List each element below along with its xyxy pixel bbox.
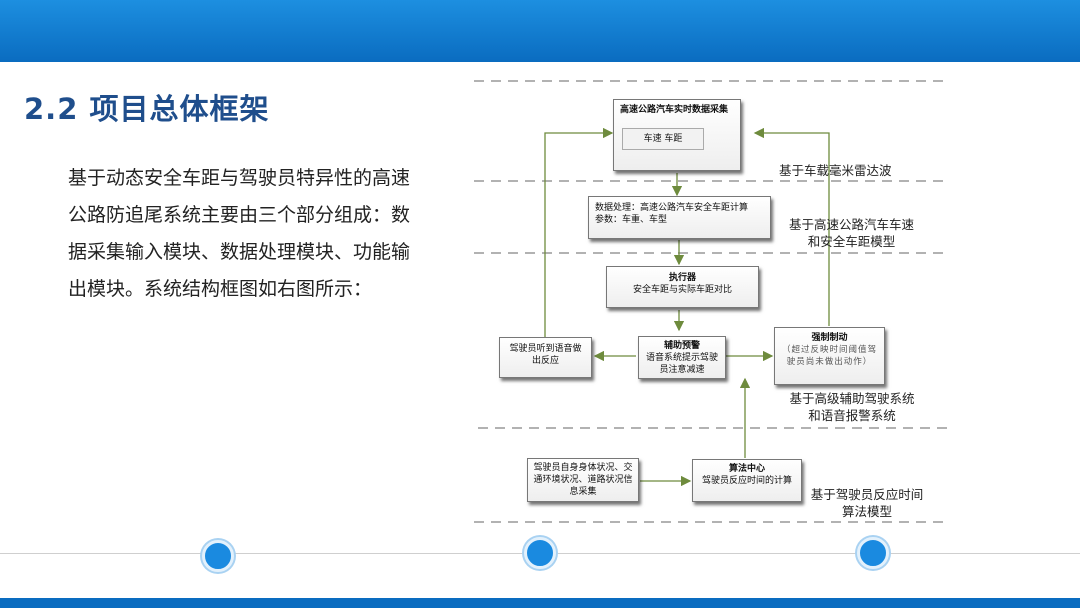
forced-braking-box: 强制制动 （超过反映时间阈值驾驶员尚未做出动作） bbox=[774, 327, 885, 385]
section-dividers bbox=[474, 80, 950, 523]
label-algorithm-line1: 基于驾驶员反应时间 bbox=[810, 487, 924, 502]
assist-warning-text: 语音系统提示驾驶员注意减速 bbox=[645, 353, 718, 375]
label-adas-line2: 和语音报警系统 bbox=[808, 408, 896, 423]
algorithm-center-title: 算法中心 bbox=[728, 464, 765, 474]
label-algorithm-line2: 算法模型 bbox=[841, 504, 892, 519]
processing-line2: 参数：车重、车型 bbox=[595, 215, 668, 225]
label-model-line2: 和安全车距模型 bbox=[807, 234, 896, 249]
label-adas-line1: 基于高级辅助驾驶系统 bbox=[789, 391, 915, 406]
speed-distance-label: 车速 车距 bbox=[622, 128, 704, 150]
executor-box: 执行器 安全车距与实际车距对比 bbox=[606, 266, 759, 308]
assist-warning-title: 辅助预警 bbox=[663, 341, 700, 351]
driver-status-text: 驾驶员自身身体状况、交通环境状况、道路状况信息采集 bbox=[533, 463, 633, 497]
label-radar: 基于车载毫米雷达波 bbox=[779, 163, 892, 178]
data-collection-title: 高速公路汽车实时数据采集 bbox=[620, 105, 729, 115]
top-banner bbox=[0, 0, 1080, 62]
timeline-dot-2 bbox=[524, 537, 556, 569]
driver-reaction-box: 驾驶员听到语音做出反应 bbox=[499, 337, 592, 378]
label-model: 基于高速公路汽车车速 和安全车距模型 bbox=[779, 216, 924, 250]
timeline-dot-1 bbox=[202, 540, 234, 572]
slide-description: 基于动态安全车距与驾驶员特异性的高速公路防追尾系统主要由三个部分组成：数据采集输… bbox=[68, 167, 411, 300]
executor-text: 安全车距与实际车距对比 bbox=[632, 285, 732, 295]
driver-status-box: 驾驶员自身身体状况、交通环境状况、道路状况信息采集 bbox=[527, 458, 639, 502]
assist-warning-box: 辅助预警 语音系统提示驾驶员注意减速 bbox=[638, 336, 726, 379]
slide-title: 2.2 项目总体框架 bbox=[24, 92, 270, 126]
processing-line1: 数据处理：高速公路汽车安全车距计算 bbox=[595, 203, 749, 213]
algorithm-center-text: 驾驶员反应时间的计算 bbox=[701, 476, 792, 486]
algorithm-center-box: 算法中心 驾驶员反应时间的计算 bbox=[692, 459, 802, 502]
driver-reaction-text: 驾驶员听到语音做出反应 bbox=[509, 344, 582, 366]
timeline-dot-3 bbox=[857, 537, 889, 569]
flow-arrows bbox=[544, 127, 830, 487]
executor-title: 执行器 bbox=[668, 273, 696, 283]
forced-braking-text: （超过反映时间阈值驾驶员尚未做出动作） bbox=[781, 345, 877, 367]
data-processing-box: 数据处理：高速公路汽车安全车距计算 参数：车重、车型 bbox=[588, 196, 771, 239]
label-model-line1: 基于高速公路汽车车速 bbox=[788, 217, 914, 232]
bottom-banner bbox=[0, 598, 1080, 608]
forced-braking-title: 强制制动 bbox=[811, 333, 848, 343]
label-adas: 基于高级辅助驾驶系统 和语音报警系统 bbox=[778, 390, 926, 424]
data-collection-box: 高速公路汽车实时数据采集 车速 车距 bbox=[613, 99, 741, 171]
label-algorithm: 基于驾驶员反应时间 算法模型 bbox=[800, 486, 934, 520]
